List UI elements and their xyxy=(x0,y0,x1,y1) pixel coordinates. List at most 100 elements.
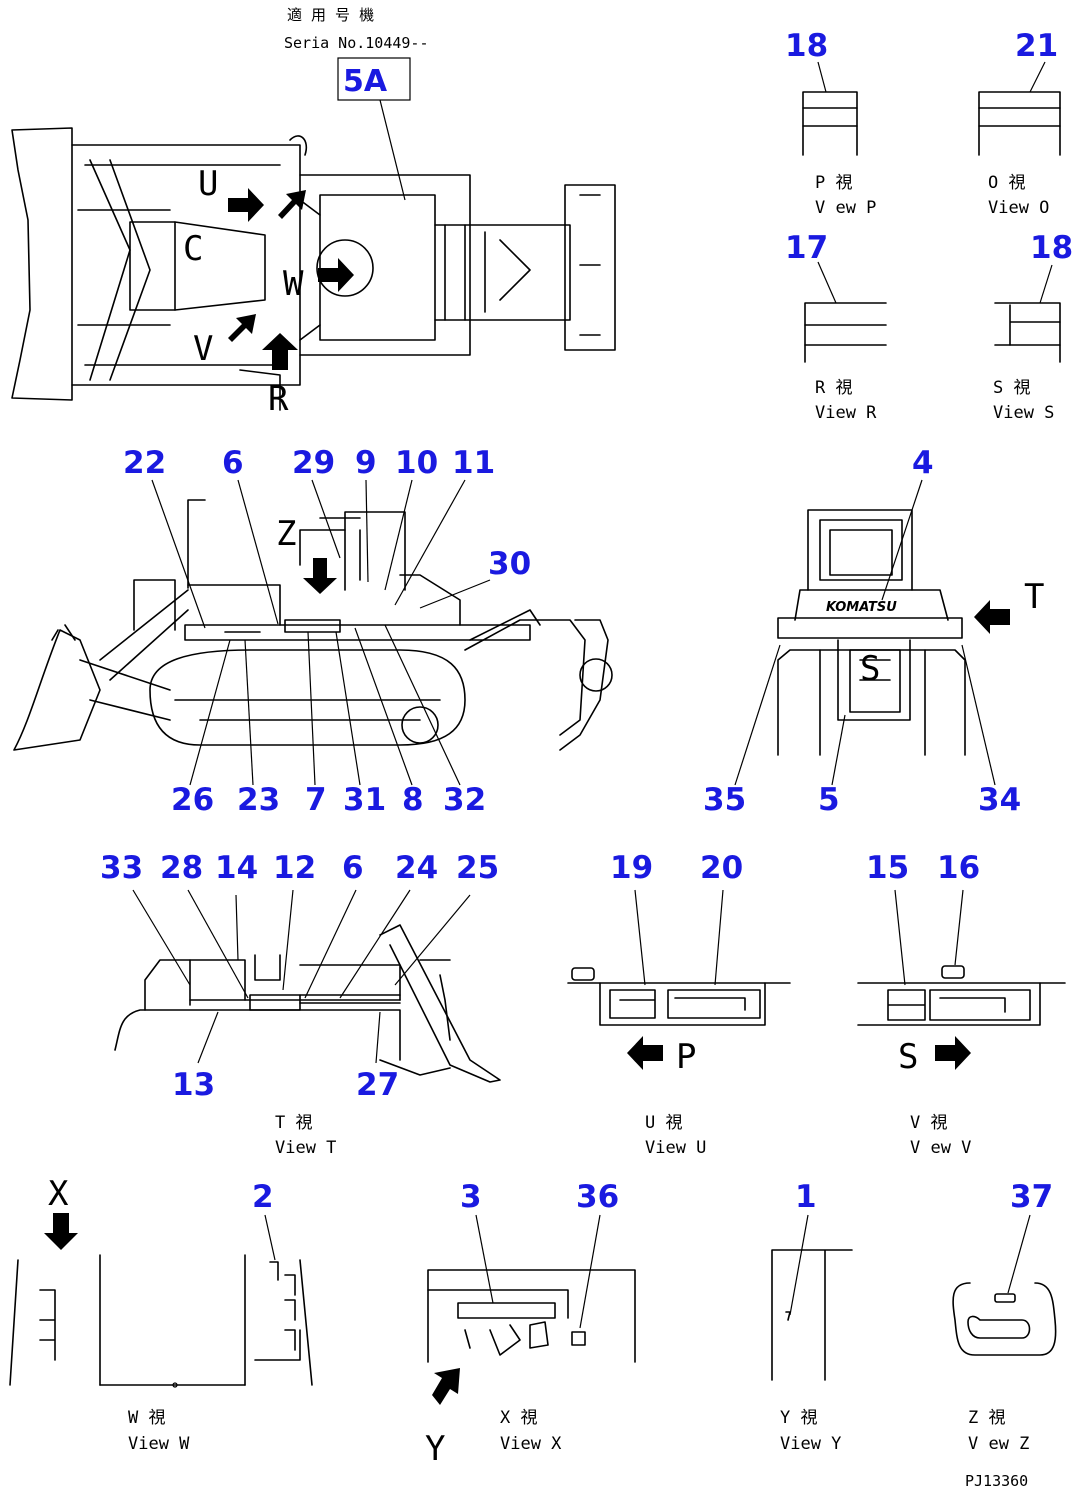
leader-16 xyxy=(954,889,964,966)
callout-18-view-s: 18 xyxy=(1030,230,1073,266)
top-view-letter-c: C xyxy=(183,229,203,269)
view-z-drawing xyxy=(952,1282,1057,1356)
callout-22: 22 xyxy=(123,445,166,481)
arrow-icon xyxy=(318,258,354,292)
arrow-icon xyxy=(228,314,256,342)
frame-5a-box xyxy=(337,57,411,101)
arrow-icon xyxy=(228,188,264,222)
serial-number: Seria No.10449-- xyxy=(284,34,429,52)
view-t-drawing xyxy=(114,924,501,1083)
callout-3: 3 xyxy=(460,1179,482,1215)
callout-6: 6 xyxy=(222,445,244,481)
view-x-jp: X 視 xyxy=(500,1408,537,1428)
arrow-icon xyxy=(935,1036,971,1070)
callout-32: 32 xyxy=(443,782,486,818)
callout-12: 12 xyxy=(273,850,316,886)
leader-20 xyxy=(714,889,724,986)
view-w-jp: W 視 xyxy=(128,1408,165,1428)
view-w-caption: View W xyxy=(128,1434,190,1454)
leader-15 xyxy=(894,889,906,986)
applicable-serial-jp: 適 用 号 機 xyxy=(287,6,374,24)
callout-15: 15 xyxy=(866,850,909,886)
callout-37: 37 xyxy=(1010,1179,1053,1215)
arrow-icon xyxy=(278,190,306,219)
leader-17 xyxy=(817,261,837,304)
view-w-drawing xyxy=(9,1254,313,1388)
leader-1 xyxy=(789,1214,809,1316)
view-o-caption: View O xyxy=(988,198,1049,218)
view-v-jp: V 視 xyxy=(910,1113,947,1133)
view-y-caption: View Y xyxy=(780,1434,841,1454)
arrow-icon xyxy=(627,1036,663,1070)
view-z-jp: Z 視 xyxy=(968,1408,1005,1428)
top-view-letter-u: U xyxy=(198,164,218,204)
leader-35 xyxy=(734,644,781,786)
view-t-jp: T 視 xyxy=(275,1113,312,1133)
callout-11: 11 xyxy=(452,445,495,481)
view-x-drawing xyxy=(427,1269,636,1363)
leader-37 xyxy=(1007,1214,1031,1294)
callout-7: 7 xyxy=(305,782,327,818)
callout-14: 14 xyxy=(215,850,258,886)
arrow-icon xyxy=(44,1213,78,1250)
callout-36: 36 xyxy=(576,1179,619,1215)
leader-18 xyxy=(817,61,827,93)
callout-23: 23 xyxy=(237,782,280,818)
view-v-caption: V ew V xyxy=(910,1138,971,1158)
callout-33: 33 xyxy=(100,850,143,886)
arrow-icon xyxy=(974,600,1010,634)
callout-31: 31 xyxy=(343,782,386,818)
callout-27: 27 xyxy=(356,1067,399,1103)
leader-5 xyxy=(831,714,846,786)
leader-2 xyxy=(264,1214,276,1261)
view-r-caption: View R xyxy=(815,403,877,423)
view-v-drawing xyxy=(857,965,1066,1026)
side-view-dozer xyxy=(13,499,613,751)
callout-6-view-t: 6 xyxy=(342,850,364,886)
callout-2: 2 xyxy=(252,1179,274,1215)
view-x-letter-y: Y xyxy=(425,1429,445,1469)
view-w-letter-x: X xyxy=(48,1174,69,1214)
view-p-jp: P 視 xyxy=(815,173,852,193)
view-z-caption: V ew Z xyxy=(968,1434,1029,1454)
callout-24: 24 xyxy=(395,850,438,886)
view-u-letter-p: P xyxy=(676,1037,696,1077)
drawing-number: PJ13360 xyxy=(965,1472,1028,1490)
view-o-drawing xyxy=(978,91,1061,156)
top-view-letter-v: V xyxy=(193,329,213,369)
side-view-leaders xyxy=(151,479,491,786)
leader-34 xyxy=(961,644,996,786)
view-v-letter-s: S xyxy=(898,1037,918,1077)
view-r-drawing xyxy=(804,302,887,363)
callout-8: 8 xyxy=(402,782,424,818)
callout-29: 29 xyxy=(292,445,335,481)
side-view-letter-z: Z xyxy=(276,514,296,554)
view-t-leaders xyxy=(132,889,471,1064)
leader-5a xyxy=(379,99,406,201)
leader-3 xyxy=(475,1214,494,1304)
front-view-dozer xyxy=(777,509,966,756)
callout-5a: 5A xyxy=(343,64,388,99)
brand-decal: KOMATSU xyxy=(826,600,897,615)
leader-19 xyxy=(634,889,646,986)
callout-25: 25 xyxy=(456,850,499,886)
leader-21 xyxy=(1029,61,1046,93)
view-y-jp: Y 視 xyxy=(780,1408,817,1428)
arrow-icon xyxy=(303,558,337,594)
leader-36 xyxy=(579,1214,601,1329)
callout-1: 1 xyxy=(795,1179,817,1215)
top-view-dozer xyxy=(11,127,616,411)
callout-10: 10 xyxy=(395,445,438,481)
view-s-caption: View S xyxy=(993,403,1054,423)
view-s-drawing xyxy=(994,302,1061,363)
view-u-caption: View U xyxy=(645,1138,706,1158)
leader-18-view-s xyxy=(1039,264,1053,304)
arrow-icon xyxy=(432,1368,460,1405)
callout-4: 4 xyxy=(912,445,934,481)
callout-20: 20 xyxy=(700,850,743,886)
callout-28: 28 xyxy=(160,850,203,886)
front-view-letter-t: T xyxy=(1024,577,1044,617)
view-r-jp: R 視 xyxy=(815,378,852,398)
